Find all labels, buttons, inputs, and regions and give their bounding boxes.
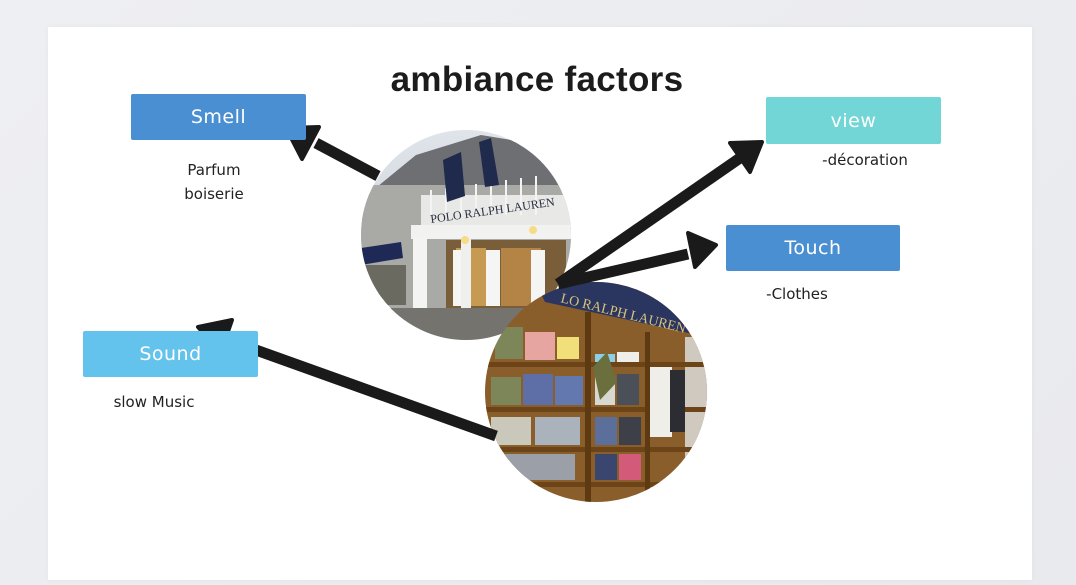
smell-label: Smell xyxy=(190,106,247,128)
arrow-to-smell xyxy=(313,138,381,181)
slide-title: ambiance factors xyxy=(390,60,684,99)
touch-note-1: -Clothes xyxy=(766,285,828,303)
sound-box[interactable]: Sound xyxy=(83,331,258,377)
touch-label: Touch xyxy=(784,237,842,259)
touch-notes: -Clothes xyxy=(756,282,838,306)
smell-notes: Parfum boiserie xyxy=(164,158,264,206)
view-notes: -décoration xyxy=(810,148,920,172)
storefront-photo: POLO RALPH LAUREN xyxy=(361,130,571,340)
smell-note-1: Parfum xyxy=(187,161,241,179)
arrow-to-sound xyxy=(226,334,498,442)
smell-note-2: boiserie xyxy=(184,185,244,203)
view-label: view xyxy=(830,109,877,132)
sound-note-1: slow Music xyxy=(113,393,195,411)
shelves-photo: LO RALPH LAUREN xyxy=(485,282,707,502)
arrowhead-touch xyxy=(686,231,718,269)
view-note-1: -décoration xyxy=(822,151,908,169)
sound-label: Sound xyxy=(139,343,202,365)
arrow-to-touch xyxy=(556,248,690,290)
arrowhead-view xyxy=(728,140,764,174)
touch-box[interactable]: Touch xyxy=(726,225,900,271)
sound-notes: slow Music xyxy=(104,390,204,414)
smell-box[interactable]: Smell xyxy=(131,94,306,140)
view-box[interactable]: view xyxy=(766,97,941,144)
arrow-to-view xyxy=(554,153,744,289)
